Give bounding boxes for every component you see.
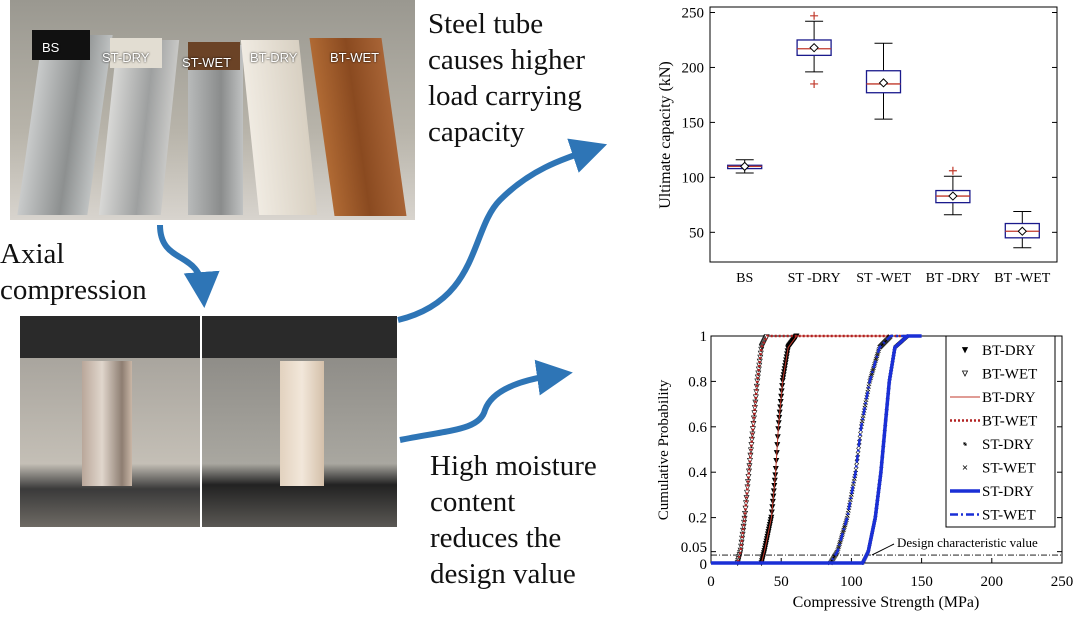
y-tick-label: 100 <box>682 170 705 186</box>
caption-line: load carrying <box>428 80 582 112</box>
legend-entry: BT-WET <box>982 414 1037 430</box>
mean-marker <box>948 191 958 201</box>
legend-entry: ST-WET <box>982 461 1036 477</box>
x-tick-label: 250 <box>1051 574 1074 590</box>
legend <box>945 335 1056 528</box>
legend-entry: ST-DRY <box>982 437 1034 453</box>
design-annotation: Design characteristic value <box>897 535 1038 550</box>
caption-line: compression <box>0 274 147 306</box>
x-tick-label: ST -DRY <box>788 271 841 286</box>
outlier-marker <box>810 79 819 88</box>
legend-marker-sample <box>961 347 969 354</box>
legend-marker-sample <box>963 442 967 446</box>
y-tick-label: 0 <box>700 557 708 573</box>
legend-entry: BT-WET <box>982 367 1037 383</box>
x-tick-label: 200 <box>981 574 1004 590</box>
x-tick-label: 150 <box>910 574 933 590</box>
x-tick-label: 0 <box>707 574 715 590</box>
y-tick-label: 50 <box>689 225 704 241</box>
series-line-st-wet <box>711 334 908 565</box>
arrow-up-right-icon <box>397 138 608 323</box>
y-tick-label: 150 <box>682 115 705 131</box>
y-axis-label: Ultimate capacity (kN) <box>657 61 674 209</box>
arrow-right-icon <box>399 359 573 443</box>
legend-entry: BT-DRY <box>982 390 1036 406</box>
caption-line: reduces the <box>430 522 562 554</box>
caption-line: design value <box>430 558 576 590</box>
x-tick-label: BT -DRY <box>926 271 981 286</box>
legend-entry: ST-WET <box>982 508 1036 524</box>
caption-steel-tube: Steel tube causes higher load carrying c… <box>428 6 585 150</box>
caption-line: causes higher <box>428 44 586 76</box>
series-line-bt-wet <box>711 334 922 565</box>
series-line-st-dry <box>711 334 922 565</box>
y-tick-label: 1 <box>700 329 708 345</box>
plot-frame <box>709 6 1058 263</box>
mean-marker <box>809 42 819 53</box>
x-axis-label: Compressive Strength (MPa) <box>793 594 980 611</box>
mean-marker <box>1017 226 1028 236</box>
y-axis-label: Cumulative Probability <box>656 379 672 520</box>
y-tick-label: 0.2 <box>688 511 707 527</box>
y-tick-label: 0.6 <box>688 420 707 436</box>
caption-line: Steel tube <box>428 8 544 40</box>
x-tick-label: BT -WET <box>994 271 1051 286</box>
specimens-photo: BS ST-DRY ST-WET BT-DRY BT-WET <box>10 0 415 220</box>
caption-line: content <box>430 486 516 518</box>
legend-marker-sample <box>962 465 968 470</box>
y-tick-label: 250 <box>682 5 705 21</box>
label-bt-wet: BT-WET <box>330 50 380 65</box>
y-tick-label: 0.4 <box>688 465 707 481</box>
mean-marker <box>739 161 750 172</box>
label-st-dry: ST-DRY <box>102 50 150 65</box>
steel-compression-photo <box>20 316 200 527</box>
y-tick-label: 0.05 <box>681 540 707 556</box>
annotation-arrow <box>871 543 895 556</box>
mean-marker <box>878 78 889 88</box>
caption-line: High moisture <box>430 450 597 482</box>
y-tick-label: 0.8 <box>688 374 707 390</box>
x-tick-label: BS <box>736 271 753 286</box>
arrow-down-icon <box>157 224 220 308</box>
label-bs: BS <box>42 40 60 55</box>
x-tick-label: ST -WET <box>856 271 911 286</box>
x-tick-label: 100 <box>840 574 863 590</box>
caption-line: Axial <box>0 238 65 270</box>
series-line-bt-dry <box>711 335 894 564</box>
cdf-chart: Cumulative Probability Compressive Stren… <box>656 329 1074 611</box>
caption-moisture: High moisture content reduces the design… <box>430 448 597 592</box>
y-tick-label: 200 <box>682 60 705 76</box>
caption-axial-compression: Axial compression <box>0 236 147 308</box>
caption-line: capacity <box>428 116 525 148</box>
label-st-wet: ST-WET <box>182 55 232 70</box>
outlier-marker <box>810 11 819 20</box>
legend-marker-sample <box>961 370 969 377</box>
timber-compression-photo <box>202 316 397 527</box>
outlier-marker <box>948 166 957 175</box>
x-tick-label: 50 <box>774 574 789 590</box>
legend-entry: BT-DRY <box>982 343 1036 359</box>
label-bt-dry: BT-DRY <box>250 50 298 65</box>
legend-entry: ST-DRY <box>982 484 1034 500</box>
